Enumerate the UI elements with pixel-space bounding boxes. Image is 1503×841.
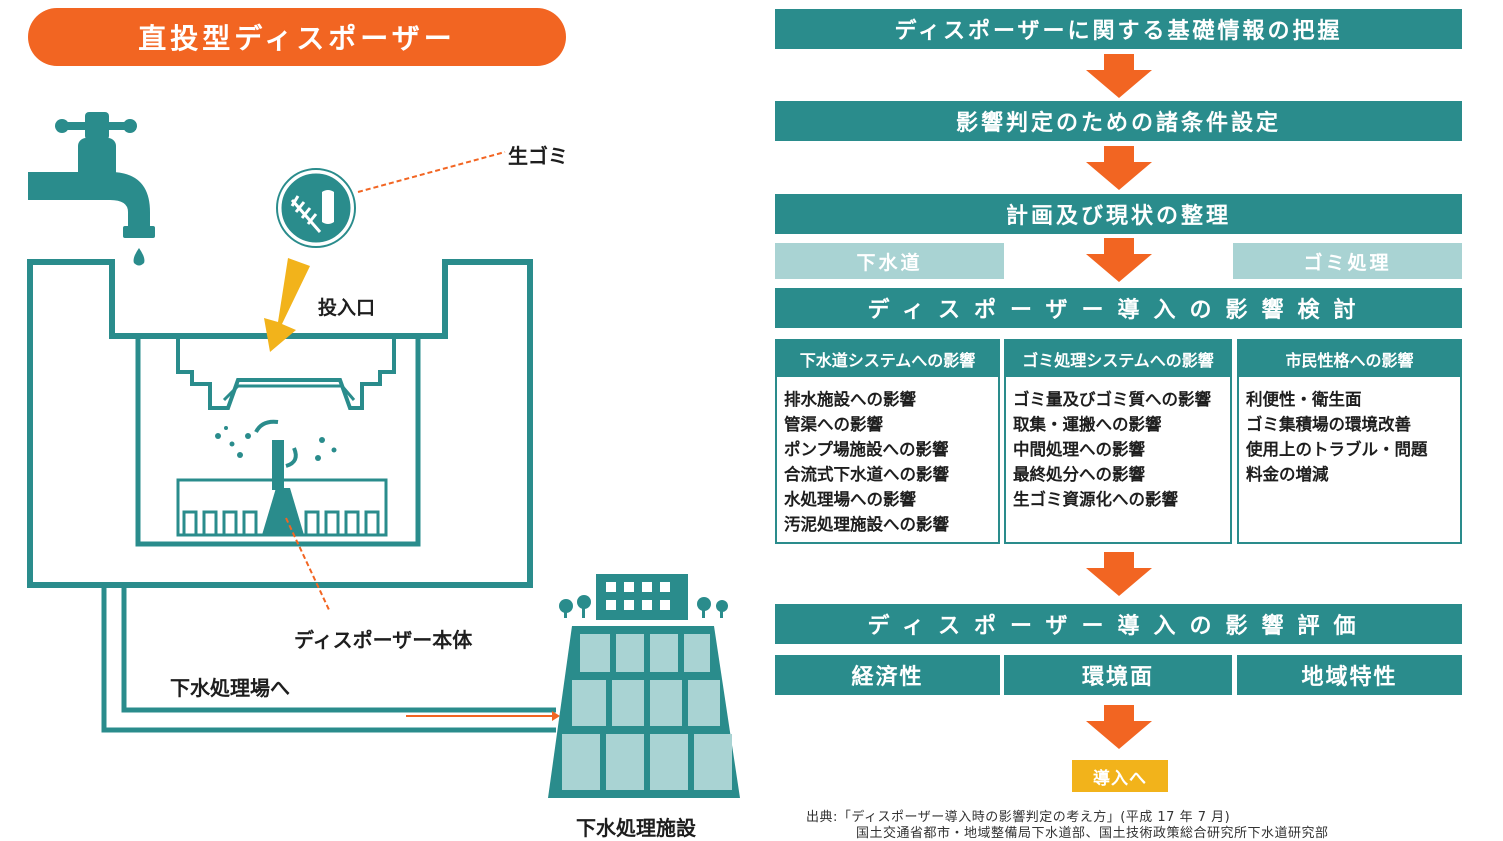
- eval-economy: 経済性: [775, 655, 1000, 695]
- flow-step-impact-evaluation: ディスポーザー導入の影響評価: [775, 604, 1462, 644]
- list-item: 水処理場への影響: [784, 490, 916, 509]
- flow-step-planning: 計画及び現状の整理: [775, 194, 1462, 234]
- source-line-1: 出典:「ディスポーザー導入時の影響判定の考え方」(平成 17 年 7 月): [806, 810, 1231, 825]
- list-item: 合流式下水道への影響: [784, 465, 949, 484]
- diagram-title: 直投型ディスポーザー: [28, 8, 566, 66]
- garbage-icon: [278, 170, 354, 246]
- list-item: ゴミ集積場の環境改善: [1246, 415, 1411, 434]
- eval-regional: 地域特性: [1237, 655, 1462, 695]
- down-arrow-icon: [1086, 705, 1152, 749]
- source-line-2: 国土交通省都市・地域整備局下水道部、国土技術政策総合研究所下水道研究部: [856, 826, 1329, 841]
- sewage-facility-icon: [548, 574, 740, 798]
- side-label-sewer: 下水道: [775, 243, 1004, 279]
- impact-column-sewer: 下水道システムへの影響 排水施設への影響 管渠への影響 ポンプ場施設への影響 合…: [775, 339, 1000, 544]
- label-facility: 下水処理施設: [576, 816, 696, 840]
- list-item: 料金の増減: [1246, 465, 1329, 484]
- list-item: 利便性・衛生面: [1246, 390, 1362, 409]
- faucet-icon: [28, 112, 155, 266]
- list-item: 使用上のトラブル・問題: [1246, 440, 1428, 459]
- label-disposer-body: ディスポーザー本体: [294, 628, 473, 652]
- column-head: 市民性格への影響: [1239, 341, 1460, 377]
- inlet-arrow: [264, 258, 310, 352]
- sink-outline: [27, 259, 533, 588]
- list-item: 取集・運搬への影響: [1013, 415, 1162, 434]
- eval-environment: 環境面: [1004, 655, 1232, 695]
- disposer-illustration: [27, 112, 740, 798]
- label-garbage: 生ゴミ: [508, 144, 568, 168]
- list-item: 生ゴミ資源化への影響: [1013, 490, 1178, 509]
- column-head: ゴミ処理システムへの影響: [1006, 341, 1230, 377]
- flow-step-impact-study: ディスポーザー導入の影響検討: [775, 288, 1462, 328]
- impact-column-garbage: ゴミ処理システムへの影響 ゴミ量及びゴミ質への影響 取集・運搬への影響 中間処理…: [1004, 339, 1232, 544]
- list-item: ゴミ量及びゴミ質への影響: [1013, 390, 1211, 409]
- label-to-plant: 下水処理場へ: [170, 676, 290, 700]
- final-introduction-badge: 導入へ: [1072, 760, 1168, 792]
- side-label-garbage: ゴミ処理: [1233, 243, 1462, 279]
- list-item: 中間処理への影響: [1013, 440, 1145, 459]
- down-arrow-icon: [1086, 552, 1152, 596]
- down-arrow-icon: [1086, 54, 1152, 98]
- list-item: 管渠への影響: [784, 415, 883, 434]
- impact-column-citizen: 市民性格への影響 利便性・衛生面 ゴミ集積場の環境改善 使用上のトラブル・問題 …: [1237, 339, 1462, 544]
- label-inlet: 投入口: [318, 297, 376, 319]
- list-item: ポンプ場施設への影響: [784, 440, 949, 459]
- list-item: 排水施設への影響: [784, 390, 916, 409]
- down-arrow-icon: [1086, 146, 1152, 190]
- flow-step-conditions: 影響判定のための諸条件設定: [775, 101, 1462, 141]
- list-item: 最終処分への影響: [1013, 465, 1145, 484]
- list-item: 汚泥処理施設への影響: [784, 515, 949, 534]
- drain-pipe: [101, 585, 556, 733]
- down-arrow-icon: [1086, 238, 1152, 282]
- flow-step-basic-info: ディスポーザーに関する基礎情報の把握: [775, 9, 1462, 49]
- column-head: 下水道システムへの影響: [777, 341, 998, 377]
